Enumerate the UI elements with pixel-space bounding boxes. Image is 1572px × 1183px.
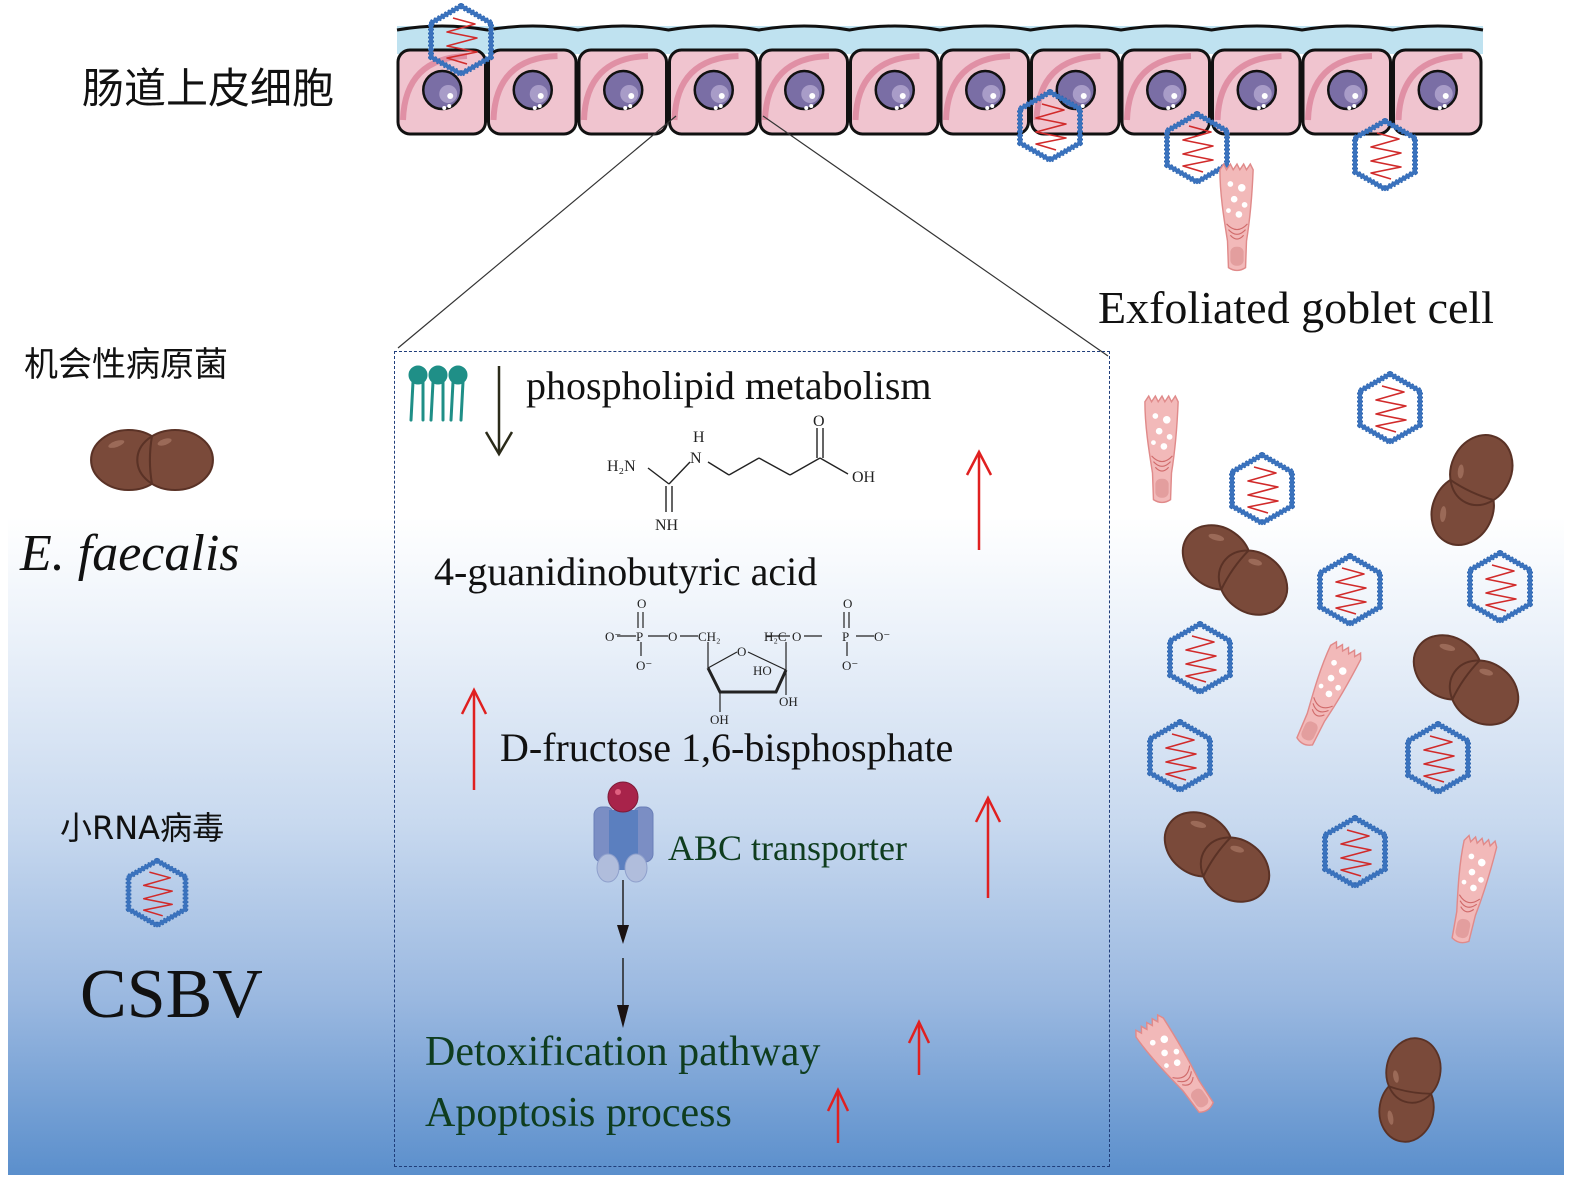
svg-text:O⁻: O⁻	[874, 629, 890, 644]
detoxification-up-arrow-icon	[907, 1019, 931, 1075]
bacterium	[1373, 1033, 1447, 1147]
svg-text:O: O	[668, 629, 677, 644]
transporter-up-arrow-icon	[974, 795, 1002, 898]
bacterium	[1151, 798, 1283, 916]
virus-particle	[1150, 722, 1210, 790]
goblet-cell	[1144, 395, 1179, 504]
svg-text:H₂N: H₂N	[607, 458, 636, 475]
virus-particle	[1470, 553, 1530, 621]
gradient-background	[8, 0, 1564, 1175]
guanidinobutyric-up-arrow-icon	[965, 449, 993, 550]
svg-text:H: H	[693, 429, 705, 446]
bacterium	[1400, 621, 1532, 739]
detoxification-label: Detoxification pathway	[425, 1029, 821, 1075]
svg-text:N: N	[690, 450, 702, 467]
svg-text:O: O	[813, 413, 825, 430]
fructose-up-arrow-icon	[460, 687, 488, 790]
virus-name: CSBV	[80, 956, 263, 1033]
svg-text:OH: OH	[852, 469, 876, 486]
svg-text:O: O	[843, 596, 852, 611]
epithelium-label: 肠道上皮细胞	[82, 64, 335, 113]
svg-text:P: P	[636, 629, 643, 644]
virus-particle	[1408, 724, 1468, 792]
svg-text:OH: OH	[779, 694, 798, 709]
svg-text:O⁻: O⁻	[842, 658, 858, 673]
phospholipid-metabolism-label: phospholipid metabolism	[526, 363, 932, 408]
bacterium	[1419, 423, 1525, 557]
virus-particle	[1320, 556, 1380, 624]
virus-particle	[1170, 624, 1230, 692]
bacterium-name: E. faecalis	[20, 525, 240, 582]
virus-particle	[1232, 455, 1292, 523]
apoptosis-up-arrow-icon	[826, 1087, 850, 1143]
virus-particle	[1360, 374, 1420, 442]
svg-text:P: P	[842, 629, 849, 644]
apoptosis-label: Apoptosis process	[425, 1090, 732, 1136]
zoom-line-left	[397, 115, 677, 349]
virus-category-label: 小RNA病毒	[60, 809, 225, 847]
svg-text:NH: NH	[655, 517, 679, 534]
fructose-bisphosphate-label: D-fructose 1,6-bisphosphate	[500, 725, 954, 770]
goblet-cell	[1442, 834, 1499, 947]
pathogen-category-label: 机会性病原菌	[24, 345, 228, 385]
svg-text:OH: OH	[710, 712, 729, 727]
svg-text:O: O	[792, 629, 801, 644]
bacterium	[1169, 511, 1301, 629]
virus-particle	[1325, 818, 1385, 886]
mechanism-panel	[394, 351, 1110, 1167]
svg-text:O: O	[637, 596, 646, 611]
guanidinobutyric-acid-label: 4-guanidinobutyric acid	[434, 549, 818, 594]
svg-text:O⁻: O⁻	[605, 629, 621, 644]
zoom-line-right	[762, 115, 1109, 357]
svg-text:O: O	[737, 644, 746, 659]
svg-text:CH₂: CH₂	[698, 629, 721, 644]
svg-text:HO: HO	[753, 663, 772, 678]
svg-text:H₂C: H₂C	[764, 629, 787, 644]
goblet-cell	[1287, 639, 1364, 752]
svg-text:O⁻: O⁻	[636, 658, 652, 673]
goblet-cell	[1219, 163, 1254, 272]
abc-transporter-label: ABC transporter	[668, 828, 907, 868]
exfoliated-goblet-label: Exfoliated goblet cell	[1098, 282, 1494, 333]
goblet-cell	[1132, 1012, 1222, 1121]
